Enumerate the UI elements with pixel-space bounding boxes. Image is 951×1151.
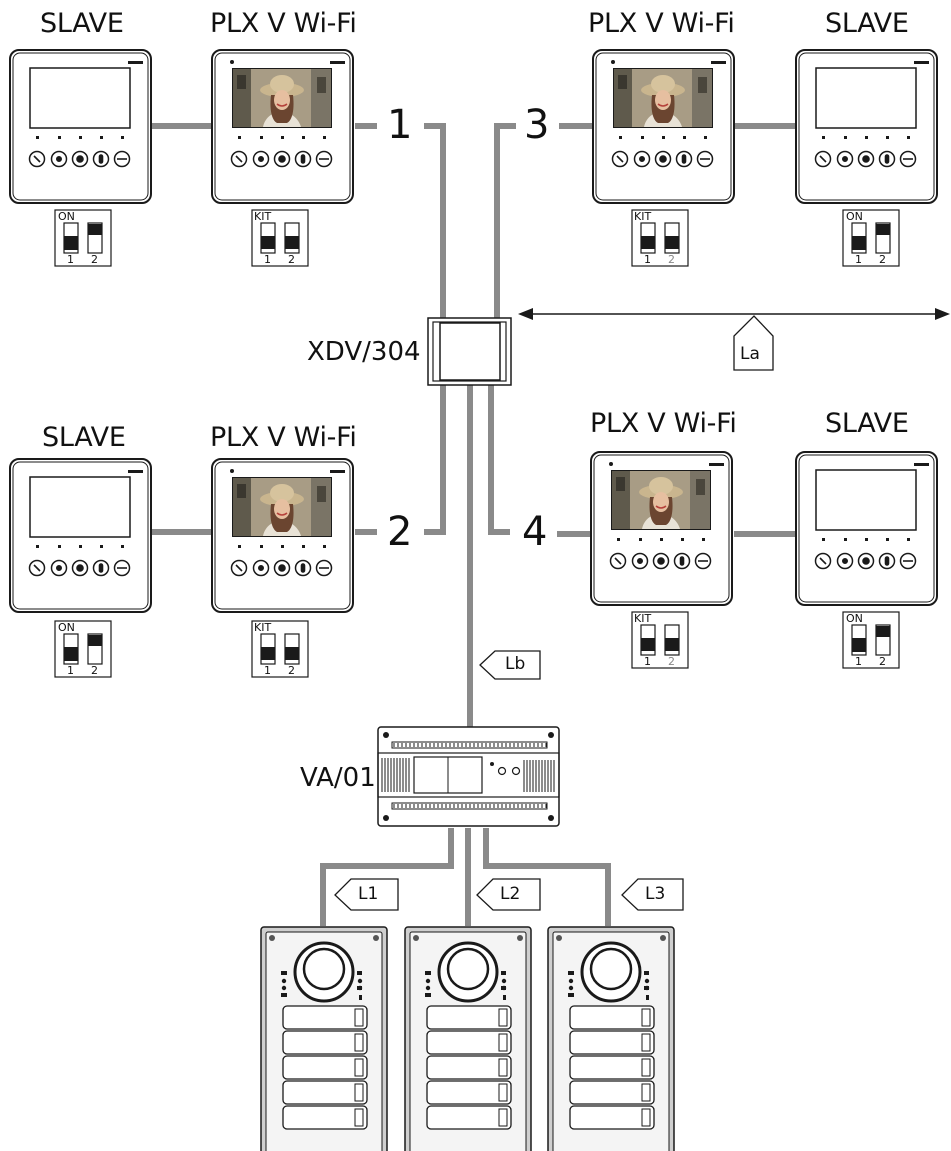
title-bottom-left-plx: PLX V Wi-Fi — [210, 422, 357, 453]
dip-label-tl-plx: KIT — [254, 210, 272, 223]
va01-label: VA/01 — [300, 763, 376, 793]
dip-num2-br-plx: 2 — [668, 655, 675, 668]
plx-monitor-bottom-right — [591, 452, 732, 605]
outdoor-panel-3 — [546, 925, 676, 1151]
title-top-left-slave: SLAVE — [40, 8, 124, 39]
wire-line4 — [488, 384, 510, 535]
wiring — [150, 123, 799, 926]
dip-num1-br-slave: 1 — [855, 655, 862, 668]
wire-line1 — [424, 123, 446, 322]
wire-l3 — [483, 828, 611, 926]
title-top-right-plx: PLX V Wi-Fi — [588, 8, 735, 39]
dip-num2-tl-slave: 2 — [91, 253, 98, 266]
l1-tag-text: L1 — [358, 884, 379, 904]
l3-tag-text: L3 — [645, 884, 666, 904]
la-tag — [733, 315, 774, 371]
dip-label-br-plx: KIT — [634, 612, 652, 625]
title-top-left-plx: PLX V Wi-Fi — [210, 8, 357, 39]
l2-tag-text: L2 — [500, 884, 521, 904]
line-number-2: 2 — [387, 509, 413, 555]
wire-line2 — [424, 384, 446, 535]
title-top-right-slave: SLAVE — [825, 8, 909, 39]
line-number-1: 1 — [387, 102, 413, 148]
dip-label-tr-slave: ON — [846, 210, 863, 223]
dip-label-tr-plx: KIT — [634, 210, 652, 223]
line-number-4: 4 — [522, 509, 548, 555]
dip-label-bl-plx: KIT — [254, 621, 272, 634]
dip-num1-bl-slave: 1 — [67, 664, 74, 677]
l1-tag — [334, 878, 399, 911]
outdoor-panel-1 — [259, 925, 389, 1151]
dip-num1-bl-plx: 1 — [264, 664, 271, 677]
dip-num1-tr-plx: 1 — [644, 253, 651, 266]
slave-monitor-top-right — [796, 50, 937, 203]
dip-num2-tl-plx: 2 — [288, 253, 295, 266]
dip-num2-tr-plx: 2 — [668, 253, 675, 266]
outdoor-panel-2 — [403, 925, 533, 1151]
lb-tag-text: Lb — [505, 654, 526, 674]
title-bottom-left-slave: SLAVE — [42, 422, 126, 453]
slave-monitor-bottom-right — [796, 452, 937, 605]
wire-line3 — [494, 123, 516, 322]
dip-num1-tr-slave: 1 — [855, 253, 862, 266]
l2-tag — [476, 878, 541, 911]
dip-num1-tl-plx: 1 — [264, 253, 271, 266]
xdv304-label: XDV/304 — [307, 337, 421, 367]
dip-label-tl-slave: ON — [58, 210, 75, 223]
line-number-3: 3 — [524, 102, 550, 148]
dip-label-br-slave: ON — [846, 612, 863, 625]
dip-num2-br-slave: 2 — [879, 655, 886, 668]
dip-num1-br-plx: 1 — [644, 655, 651, 668]
va01-power-supply — [377, 726, 560, 827]
dip-num1-tl-slave: 1 — [67, 253, 74, 266]
plx-monitor-bottom-left — [212, 459, 353, 612]
lb-tag — [479, 650, 541, 680]
l3-tag — [621, 878, 684, 911]
slave-monitor-top-left — [10, 50, 151, 203]
wire-l1 — [320, 828, 454, 926]
dip-label-bl-slave: ON — [58, 621, 75, 634]
dip-num2-bl-plx: 2 — [288, 664, 295, 677]
plx-monitor-top-right — [593, 50, 734, 203]
la-tag-text: La — [740, 344, 760, 364]
title-bottom-right-plx: PLX V Wi-Fi — [590, 408, 737, 439]
la-distance-arrow — [518, 308, 950, 320]
slave-monitor-bottom-left — [10, 459, 151, 612]
dip-num2-bl-slave: 2 — [91, 664, 98, 677]
dip-num2-tr-slave: 2 — [879, 253, 886, 266]
plx-monitor-top-left — [212, 50, 353, 203]
title-bottom-right-slave: SLAVE — [825, 408, 909, 439]
xdv304-distributor — [427, 317, 512, 386]
